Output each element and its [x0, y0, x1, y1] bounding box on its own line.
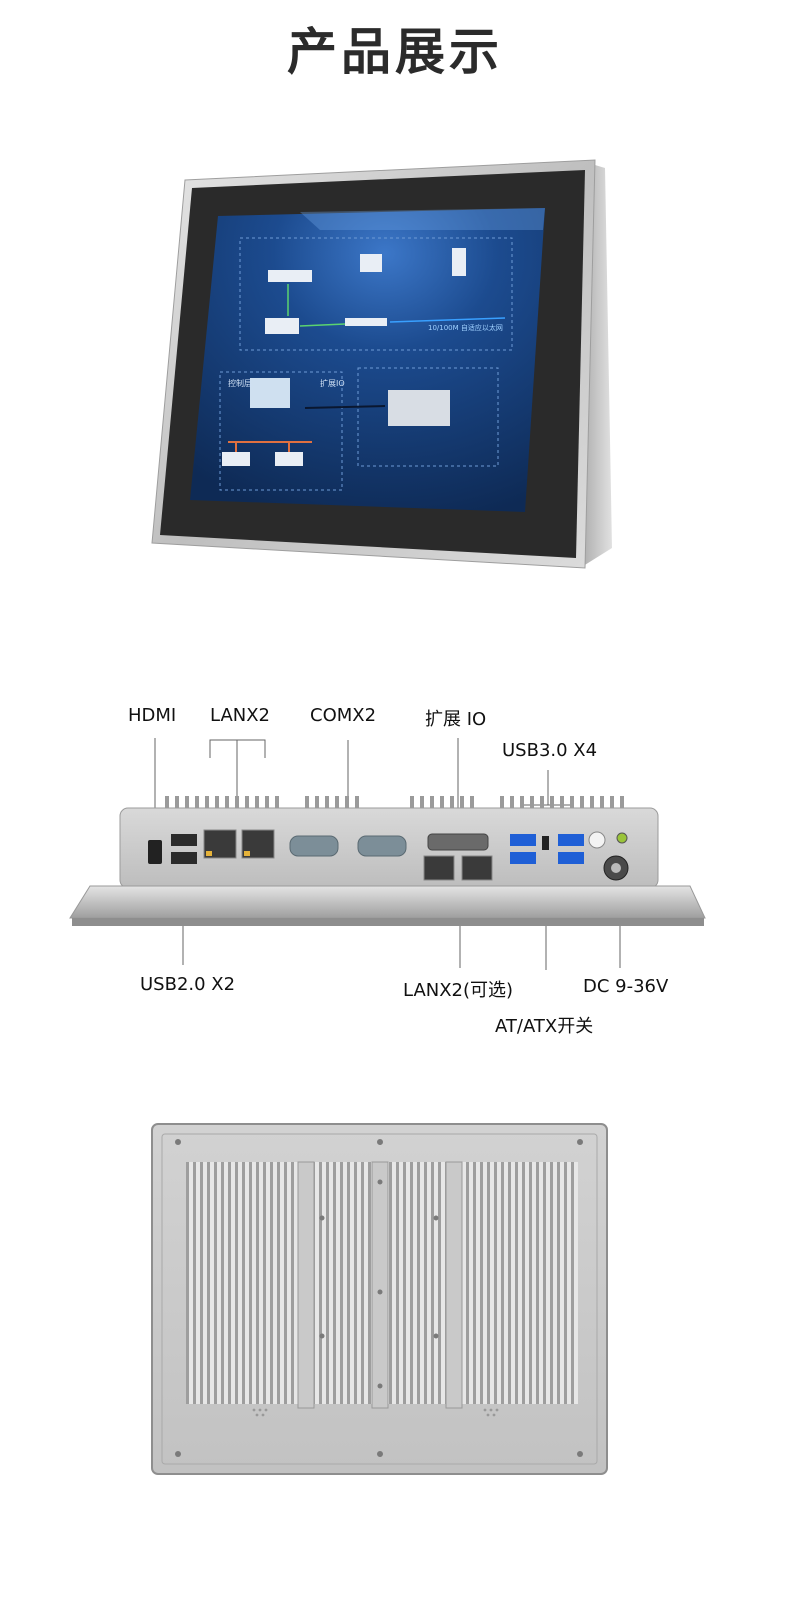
- com-port-2: [357, 835, 407, 857]
- screen-device-gateway: [345, 318, 387, 326]
- io-front-lip: [69, 885, 706, 919]
- lan-led-2: [244, 851, 250, 856]
- usb2-port-1: [171, 834, 197, 846]
- screen-device-switch: [265, 318, 299, 334]
- usb3-port-1: [510, 834, 536, 846]
- at-atx-switch: [542, 836, 549, 850]
- screen-device-io1: [222, 452, 250, 466]
- usb2-port-2: [171, 852, 197, 864]
- label-lan-top: LANX2: [210, 705, 271, 726]
- front-view-panel-pc: 控制层 扩展IO 10/100M 自适应以太网: [151, 159, 612, 569]
- label-expansion-io: 扩展 IO: [425, 709, 487, 730]
- screen-link-dark: [304, 405, 386, 409]
- rear-screws: [175, 1139, 583, 1457]
- screen-label-network: 10/100M 自适应以太网: [428, 323, 503, 332]
- rear-vent-grille: [252, 1408, 499, 1417]
- page-title: 产品展示: [287, 23, 503, 81]
- rear-view-panel-pc: [151, 1123, 608, 1475]
- mount-bracket-3: [445, 1161, 463, 1409]
- label-at-atx: AT/ATX开关: [495, 1016, 594, 1037]
- expansion-io-port: [427, 833, 489, 851]
- usb3-port-2: [510, 852, 536, 864]
- label-dc: DC 9-36V: [583, 976, 669, 997]
- screen-device-monitor: [360, 254, 382, 272]
- screen-link-blue: [389, 317, 506, 323]
- mount-bracket-2: [371, 1161, 389, 1409]
- hdmi-port: [148, 840, 162, 864]
- screen-device-tower: [452, 248, 466, 276]
- ground-terminal-icon: [616, 832, 628, 844]
- screen-label-region: 控制层: [228, 378, 252, 388]
- screen-device-router: [268, 270, 312, 282]
- usb3-port-3: [558, 834, 584, 846]
- lan-led-1: [206, 851, 212, 856]
- io-front-edge: [72, 918, 704, 926]
- rear-inner-frame: [161, 1133, 598, 1465]
- heat-fins-top: [165, 796, 624, 810]
- screen-device-box-pc: [388, 390, 450, 426]
- panel-screen: [190, 208, 545, 512]
- mount-bracket-1: [297, 1161, 315, 1409]
- usb3-port-4: [558, 852, 584, 864]
- lan-port-2: [241, 829, 275, 859]
- lan-port-1: [203, 829, 237, 859]
- power-button-icon: [588, 831, 606, 849]
- com-port-1: [289, 835, 339, 857]
- screen-label-io: 扩展IO: [320, 378, 345, 388]
- label-hdmi: HDMI: [128, 705, 177, 726]
- screen-device-io2: [275, 452, 303, 466]
- lan-optional-port-1: [423, 855, 455, 881]
- label-lan-optional: LANX2(可选): [403, 980, 514, 1001]
- io-view-panel-pc: [69, 738, 706, 970]
- screen-device-plc: [250, 378, 290, 408]
- label-usb3: USB3.0 X4: [502, 740, 598, 761]
- dc-power-core: [611, 863, 621, 873]
- screen-gateway-box: [357, 367, 499, 467]
- screen-link-green: [299, 323, 346, 327]
- screen-glare: [300, 208, 545, 230]
- screen-control-box: [219, 371, 343, 491]
- label-usb2: USB2.0 X2: [140, 974, 236, 995]
- lan-optional-port-2: [461, 855, 493, 881]
- label-com: COMX2: [310, 705, 377, 726]
